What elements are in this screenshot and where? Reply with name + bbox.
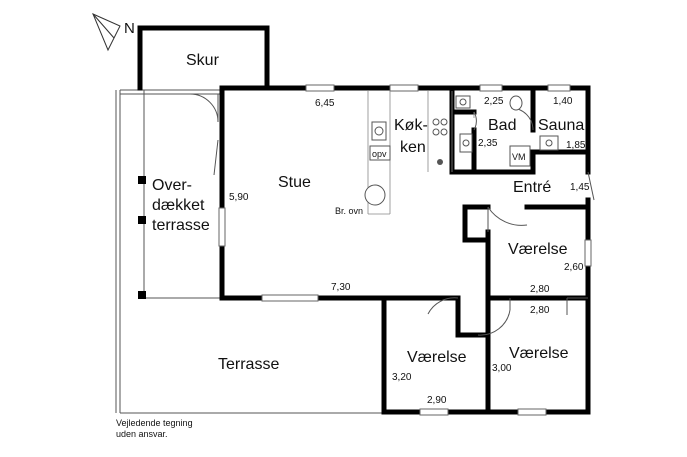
stove-label: Br. ovn	[335, 206, 363, 216]
dishwasher-label: opv	[372, 149, 387, 159]
interior-walls	[449, 85, 591, 415]
dimension-label: 1,85	[566, 140, 586, 151]
washing-machine-label: VM	[512, 152, 526, 162]
room-label-skur: Skur	[186, 52, 220, 69]
pillars	[138, 176, 146, 299]
disclaimer-line-1: Vejledende tegning	[116, 418, 193, 428]
dimension-label: 5,90	[229, 192, 249, 203]
dimension-label: 2,25	[484, 96, 504, 107]
windows	[218, 84, 592, 416]
room-label-vaerelse-3: Værelse	[509, 345, 569, 362]
dimension-label: 2,80	[530, 305, 550, 316]
bath-fixtures	[455, 95, 559, 167]
north-arrow-icon	[92, 13, 121, 52]
dimension-label: 2,90	[427, 395, 447, 406]
kitchen-fixtures	[364, 91, 453, 215]
dimension-label: 2,60	[564, 262, 584, 273]
doors	[189, 93, 595, 336]
dimension-label: 7,30	[331, 282, 351, 293]
dimension-label: 6,45	[315, 98, 335, 109]
room-label-bad: Bad	[488, 117, 516, 134]
room-label-kokken-1: Køk-	[394, 117, 428, 134]
dimension-label: 1,40	[553, 96, 573, 107]
room-label-sauna: Sauna	[538, 117, 584, 134]
dimension-label: 3,00	[492, 363, 512, 374]
room-label-overdaekket-3: terrasse	[152, 217, 210, 234]
dimension-label: 2,35	[478, 138, 498, 149]
room-label-kokken-2: ken	[400, 139, 426, 156]
room-label-overdaekket-1: Over-	[152, 177, 192, 194]
dimension-label: 3,20	[392, 372, 412, 383]
room-label-entre: Entré	[513, 179, 551, 196]
north-label: N	[124, 20, 135, 37]
dimension-label: 2,80	[530, 284, 550, 295]
room-label-vaerelse-1: Værelse	[508, 241, 568, 258]
room-label-stue: Stue	[278, 174, 311, 191]
room-label-terrasse: Terrasse	[218, 356, 279, 373]
room-label-overdaekket-2: dækket	[152, 197, 205, 214]
room-label-vaerelse-2: Værelse	[407, 349, 467, 366]
terrace-outline	[115, 89, 384, 414]
disclaimer-line-2: uden ansvar.	[116, 429, 168, 439]
dimension-label: 1,45	[570, 182, 590, 193]
